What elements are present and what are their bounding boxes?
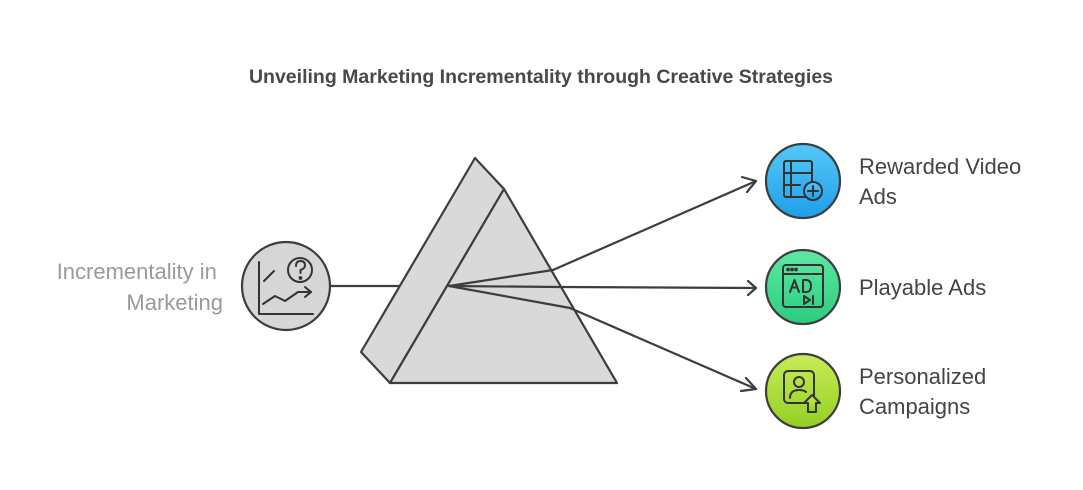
output-node-rewarded-video	[764, 142, 842, 220]
input-node	[240, 240, 332, 332]
output-label-3-line-1: Personalized	[859, 364, 986, 389]
output-label-3: Personalized Campaigns	[859, 364, 992, 419]
output-node-personalized-campaigns	[764, 352, 842, 430]
output-arrow-1	[551, 175, 758, 272]
output-label-1: Rewarded Video Ads	[859, 154, 1027, 209]
output-node-playable-ads	[764, 248, 842, 326]
output-label-1-line-1: Rewarded Video	[859, 154, 1021, 179]
output-label-1-line-2: Ads	[859, 184, 897, 209]
input-circle	[240, 240, 332, 332]
inner-ray-bottom	[447, 284, 572, 310]
play-window-icon	[782, 264, 824, 308]
inner-ray-top	[447, 268, 555, 288]
inner-ray-mid	[447, 284, 562, 289]
input-label-line-2: Marketing	[126, 290, 223, 315]
output-arrow-3	[568, 306, 758, 393]
prism	[359, 156, 619, 385]
output-label-3-line-2: Campaigns	[859, 394, 970, 419]
person-upload-icon	[783, 370, 821, 413]
input-label-line-1: Incrementality in	[57, 259, 217, 284]
output-label-2: Playable Ads	[859, 275, 986, 300]
output-arrow-2	[558, 279, 758, 297]
diagram-title: Unveiling Marketing Incrementality throu…	[249, 66, 833, 88]
input-label: Incrementality in Marketing	[57, 259, 223, 315]
output-circle-1	[764, 142, 842, 220]
film-plus-icon	[783, 160, 823, 201]
chart-question-icon	[258, 257, 314, 315]
